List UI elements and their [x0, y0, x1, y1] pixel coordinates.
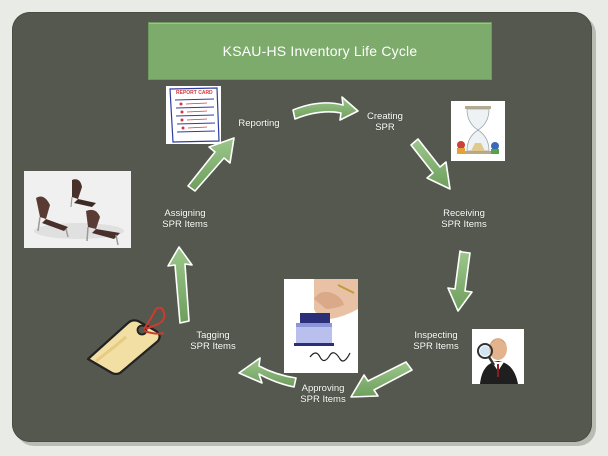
report-card-heading: REPORT CARD: [176, 90, 213, 96]
step-creating-label: Creating: [367, 111, 403, 122]
arrow-assigning-to-reporting: [187, 137, 235, 192]
step-creating-sublabel: SPR: [375, 122, 395, 133]
arrow-creating-to-receiving: [410, 138, 451, 190]
step-reporting-label: Reporting: [238, 118, 280, 129]
step-inspecting-sublabel: SPR Items: [413, 341, 459, 352]
title-box: KSAU-HS Inventory Life Cycle: [148, 22, 492, 80]
step-inspecting-label: Inspecting: [414, 330, 458, 341]
step-tagging-sublabel: SPR Items: [190, 341, 236, 352]
step-assigning-sublabel: SPR Items: [162, 219, 208, 230]
diagram-title: KSAU-HS Inventory Life Cycle: [222, 43, 418, 59]
hourglass-icon: [451, 101, 505, 161]
step-approving-label: Approving: [301, 383, 345, 394]
step-creating: Creating SPR: [352, 111, 418, 133]
arrow-inspecting-to-approving: [350, 361, 413, 398]
arrow-receiving-to-inspecting: [447, 250, 473, 312]
arrow-reporting-to-creating: [292, 96, 359, 121]
magnifier-person-icon: [472, 329, 524, 384]
step-assigning: Assigning SPR Items: [149, 208, 221, 230]
arrow-approving-to-tagging: [238, 357, 297, 388]
step-receiving-sublabel: SPR Items: [441, 219, 487, 230]
stamp-hand-icon: [284, 279, 358, 373]
step-reporting: Reporting: [228, 118, 290, 129]
step-assigning-label: Assigning: [164, 208, 206, 219]
step-tagging: Tagging SPR Items: [178, 330, 248, 352]
arrow-tagging-to-assigning: [167, 246, 193, 324]
step-receiving-label: Receiving: [443, 208, 485, 219]
step-receiving: Receiving SPR Items: [429, 208, 499, 230]
step-inspecting: Inspecting SPR Items: [401, 330, 471, 352]
chairs-icon: [24, 171, 131, 248]
step-tagging-label: Tagging: [196, 330, 230, 341]
step-approving-sublabel: SPR Items: [300, 394, 346, 405]
step-approving: Approving SPR Items: [288, 383, 358, 405]
price-tag-icon: [86, 305, 171, 375]
report-card-icon: REPORT CARD: [165, 85, 222, 145]
